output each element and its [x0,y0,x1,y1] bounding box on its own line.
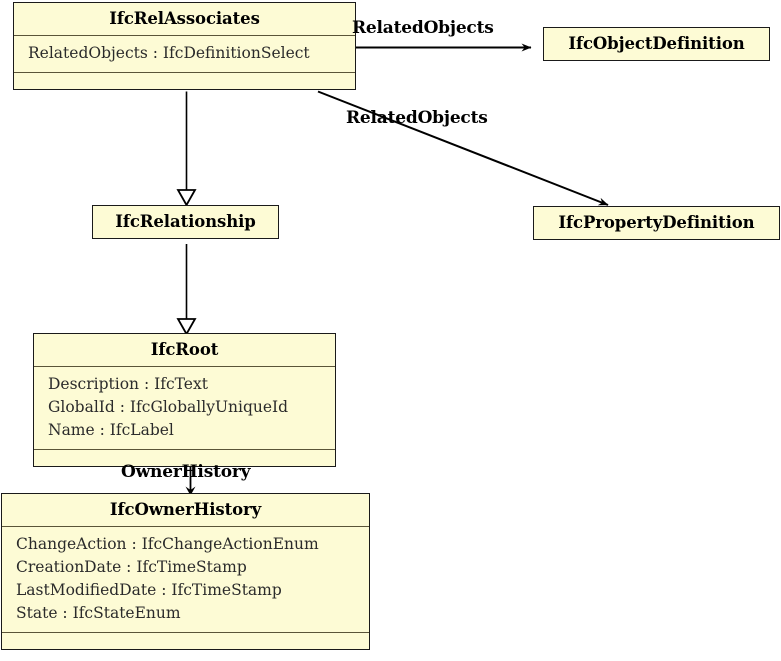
attribute-row: CreationDate : IfcTimeStamp [16,557,247,576]
class-box-ifc-object-definition[interactable]: IfcObjectDefinition [543,27,770,61]
generalization-arrowhead [176,189,197,207]
class-name-ifc-root: IfcRoot [34,334,335,366]
class-attributes-ifc-rel-associates: RelatedObjects : IfcDefinitionSelect [14,35,355,72]
class-attributes-ifc-root: Description : IfcText GlobalId : IfcGlob… [34,366,335,449]
generalization-arrowhead [176,318,197,336]
edge-generalization-root [176,244,197,336]
attribute-row: ChangeAction : IfcChangeActionEnum [16,535,319,553]
class-box-ifc-root[interactable]: IfcRoot Description : IfcText GlobalId :… [33,333,336,467]
attribute-row: RelatedObjects : IfcDefinitionSelect [28,44,310,62]
class-box-ifc-owner-history[interactable]: IfcOwnerHistory ChangeAction : IfcChange… [1,493,370,650]
class-name-ifc-rel-associates: IfcRelAssociates [14,3,355,35]
attribute-row: GlobalId : IfcGloballyUniqueId [48,397,289,416]
attribute-row: Description : IfcText [48,375,208,393]
class-box-ifc-rel-associates[interactable]: IfcRelAssociates RelatedObjects : IfcDef… [13,2,356,90]
class-operations-ifc-owner-history [2,631,369,649]
class-operations-ifc-rel-associates [14,71,355,89]
class-name-ifc-object-definition: IfcObjectDefinition [544,28,769,60]
edge-generalization-relationship [176,91,197,207]
class-box-ifc-relationship[interactable]: IfcRelationship [92,205,279,239]
attribute-row: State : IfcStateEnum [16,603,181,622]
class-attributes-ifc-owner-history: ChangeAction : IfcChangeActionEnum Creat… [2,526,369,632]
edge-label-owner-history: OwnerHistory [121,462,251,482]
edge-label-related-objects-property-definition: RelatedObjects [346,108,488,128]
edge-label-related-objects-object-definition: RelatedObjects [352,18,494,38]
class-box-ifc-property-definition[interactable]: IfcPropertyDefinition [533,206,780,240]
class-name-ifc-owner-history: IfcOwnerHistory [2,494,369,526]
attribute-row: Name : IfcLabel [48,420,174,439]
class-operations-ifc-root [34,448,335,466]
attribute-row: LastModifiedDate : IfcTimeStamp [16,580,282,599]
class-name-ifc-relationship: IfcRelationship [93,206,278,238]
class-name-ifc-property-definition: IfcPropertyDefinition [534,207,779,239]
